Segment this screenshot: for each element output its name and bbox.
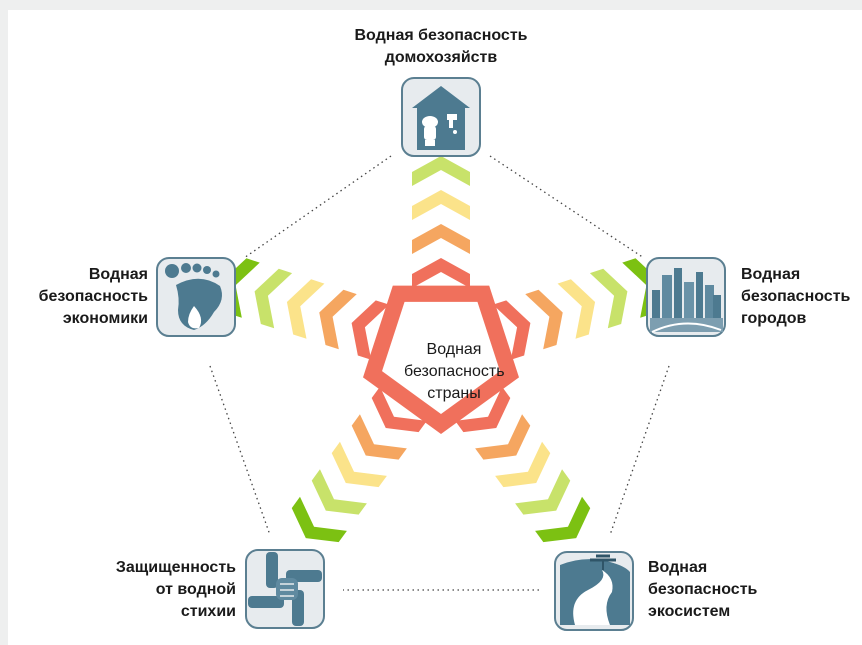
connector-line xyxy=(609,365,670,536)
chevron-segment xyxy=(455,386,511,433)
connector-line xyxy=(209,365,271,536)
city-skyline-icon xyxy=(646,257,726,337)
connector-lines xyxy=(209,155,670,591)
chevron-arm-disasters xyxy=(291,386,427,543)
chevron-segment xyxy=(331,441,387,488)
chevron-segment xyxy=(351,300,390,360)
chevron-segment xyxy=(254,268,293,329)
chevron-segment xyxy=(412,190,470,220)
chevron-segment xyxy=(286,279,325,339)
chevron-segment xyxy=(319,289,357,350)
chevron-arm-economy xyxy=(222,258,390,360)
chevron-segment xyxy=(412,258,470,288)
chevron-segment xyxy=(412,224,470,254)
chevron-arm-ecosystems xyxy=(455,386,591,543)
chevron-segment xyxy=(557,279,596,339)
center-pentagon xyxy=(363,285,519,434)
node-label-cities: Водная безопасность городов xyxy=(741,266,851,327)
chevron-segment xyxy=(351,414,407,460)
river-landscape-icon xyxy=(554,551,634,631)
joined-hands-icon xyxy=(245,549,325,629)
node-label-disasters: Защищенность от водной стихии xyxy=(115,559,236,620)
node-label-household: Водная безопасность домохозяйств xyxy=(354,27,528,66)
chevron-segment xyxy=(589,268,628,329)
chevron-segment xyxy=(475,414,531,460)
center-pentagon-inner xyxy=(382,301,500,414)
water-footprint-icon xyxy=(156,257,236,337)
chevron-segment xyxy=(492,300,531,360)
connector-line xyxy=(243,155,392,259)
chevron-segment xyxy=(371,386,427,433)
chevron-segment xyxy=(412,156,470,186)
house-toilet-faucet-icon xyxy=(401,77,481,157)
chevron-segment xyxy=(535,496,591,543)
chevron-segment xyxy=(311,469,367,515)
node-label-economy: Водная безопасность экономики xyxy=(38,266,148,327)
chevron-segment xyxy=(515,469,571,515)
node-label-ecosystems: Водная безопасность экосистем xyxy=(648,559,758,620)
connector-line xyxy=(489,155,645,259)
chevron-segment xyxy=(291,496,347,543)
center-label: Водная безопасность страны xyxy=(404,341,505,402)
chevron-segment xyxy=(525,289,563,350)
chevron-arm-cities xyxy=(492,258,660,360)
chevron-segment xyxy=(495,441,551,488)
